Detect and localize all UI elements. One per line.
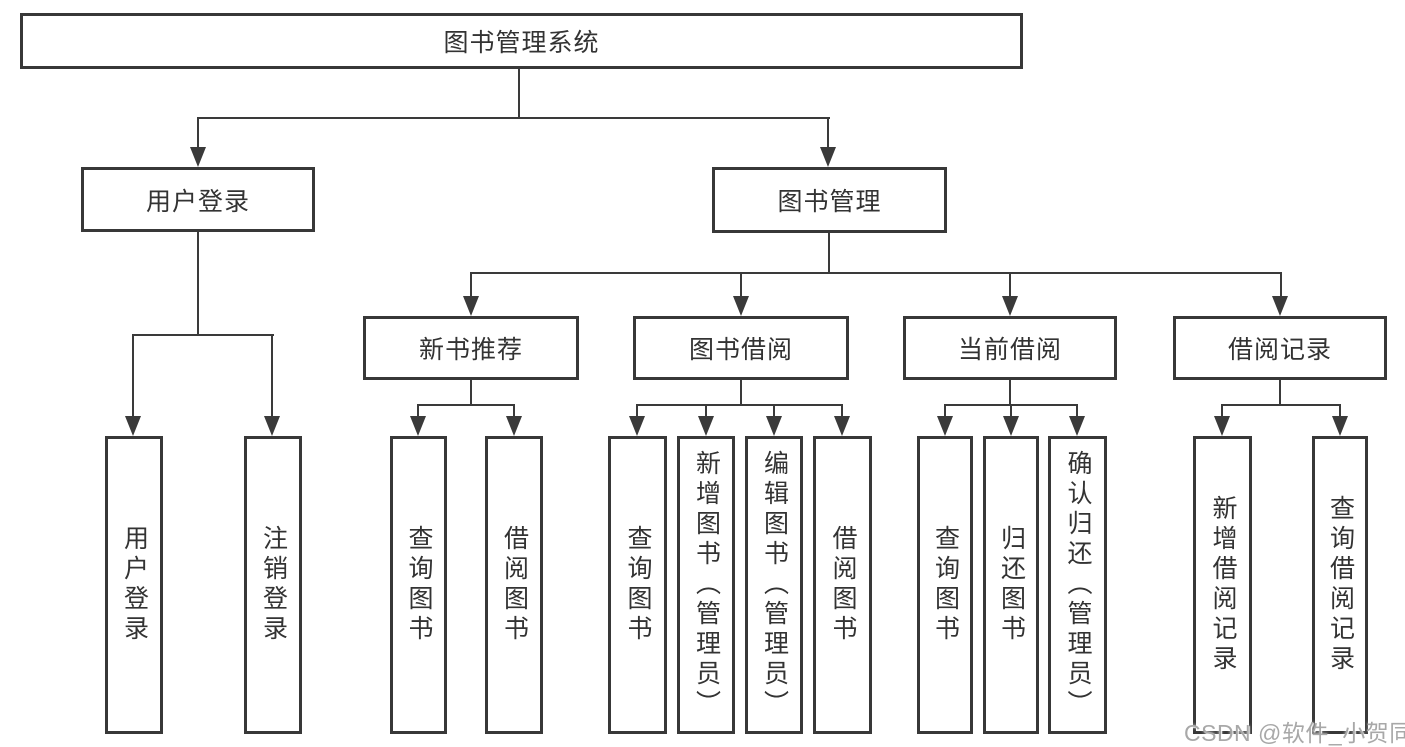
leaf-add-book-admin: 新增图书（管理员）: [677, 436, 735, 734]
leaf-confirm-return-admin: 确认归还（管理员）: [1048, 436, 1107, 734]
leaf-add-borrow-record: 新增借阅记录: [1193, 436, 1252, 734]
connector-arm-leaf: [1076, 404, 1078, 418]
arrowhead-leaf-borrow-books-2: [834, 416, 850, 436]
leaf-user-login-label: 用户登录: [120, 525, 149, 645]
node-book-management-label: 图书管理: [777, 188, 882, 216]
node-borrowing-records-label: 借阅记录: [1227, 336, 1332, 364]
leaf-query-books-2-label: 查询图书: [624, 525, 652, 645]
node-root-label: 图书管理系统: [443, 29, 600, 57]
arrowhead-leaf-query-books-2: [629, 416, 645, 436]
connector-branch-new-books: [417, 404, 515, 406]
connector-borrowing-records-stem: [1279, 380, 1281, 406]
node-current-borrowing: 当前借阅: [903, 316, 1117, 380]
node-new-book-recommend: 新书推荐: [363, 316, 579, 380]
leaf-add-book-admin-label: 新增图书（管理员）: [692, 450, 721, 720]
arrowhead-new-books: [463, 296, 479, 316]
connector-current-borrowing-stem: [1009, 380, 1011, 406]
leaf-borrow-books-2-label: 借阅图书: [829, 525, 857, 645]
arrowhead-current-borrowing: [1002, 296, 1018, 316]
connector-branch-book-borrowing: [636, 404, 843, 406]
node-current-borrowing-label: 当前借阅: [957, 336, 1062, 364]
connector-arm-leaf: [417, 404, 419, 418]
node-borrowing-records: 借阅记录: [1173, 316, 1387, 380]
connector-arm-borrowing-records: [1280, 272, 1282, 298]
arrowhead-leaf-confirm-return: [1069, 416, 1085, 436]
connector-branch-level1: [197, 117, 830, 119]
leaf-logout-label: 注销登录: [259, 525, 288, 645]
connector-user-login-stem: [197, 232, 199, 336]
connector-branch-user-login: [132, 334, 274, 336]
arrowhead-leaf-query-record: [1332, 416, 1348, 436]
connector-arm-leaf: [636, 404, 638, 418]
connector-arm-user-login: [197, 117, 199, 149]
connector-root-stem: [518, 69, 520, 119]
node-book-management: 图书管理: [712, 167, 947, 233]
connector-arm-leaf: [1010, 404, 1012, 418]
leaf-edit-book-admin-label: 编辑图书（管理员）: [760, 450, 789, 720]
node-root: 图书管理系统: [20, 13, 1023, 69]
arrowhead-leaf-borrow-books-1: [506, 416, 522, 436]
connector-arm-leaf-user-login: [132, 334, 134, 418]
arrowhead-leaf-logout: [264, 416, 280, 436]
arrowhead-leaf-user-login: [125, 416, 141, 436]
connector-arm-new-books: [470, 272, 472, 298]
connector-arm-leaf: [841, 404, 843, 418]
arrowhead-user-login: [190, 147, 206, 167]
arrowhead-leaf-return-books: [1003, 416, 1019, 436]
arrowhead-leaf-query-books-3: [937, 416, 953, 436]
node-user-login-label: 用户登录: [145, 187, 250, 216]
arrowhead-leaf-add-book: [698, 416, 714, 436]
leaf-borrow-books-1-label: 借阅图书: [500, 525, 529, 645]
node-user-login: 用户登录: [81, 167, 315, 232]
leaf-query-books-3-label: 查询图书: [931, 525, 960, 645]
arrowhead-leaf-edit-book: [766, 416, 782, 436]
leaf-query-books-2: 查询图书: [608, 436, 667, 734]
connector-arm-leaf-logout: [271, 334, 273, 418]
arrowhead-leaf-query-books-1: [410, 416, 426, 436]
connector-arm-leaf: [773, 404, 775, 418]
leaf-return-books-label: 归还图书: [997, 525, 1026, 645]
leaf-query-books-3: 查询图书: [917, 436, 973, 734]
connector-arm-book-borrowing: [740, 272, 742, 298]
node-new-book-recommend-label: 新书推荐: [418, 336, 523, 364]
connector-arm-leaf: [944, 404, 946, 418]
connector-branch-level2: [470, 272, 1282, 274]
leaf-query-books-1: 查询图书: [390, 436, 447, 734]
watermark: CSDN @软件_小贺同学: [1184, 720, 1405, 746]
arrowhead-borrowing-records: [1272, 296, 1288, 316]
connector-arm-book-management: [827, 117, 829, 149]
connector-branch-borrowing-records: [1221, 404, 1341, 406]
connector-new-books-stem: [470, 380, 472, 406]
leaf-query-borrow-record: 查询借阅记录: [1312, 436, 1368, 734]
leaf-borrow-books-2: 借阅图书: [813, 436, 872, 734]
leaf-edit-book-admin: 编辑图书（管理员）: [745, 436, 803, 734]
leaf-user-login: 用户登录: [105, 436, 163, 734]
connector-arm-current-borrowing: [1009, 272, 1011, 298]
leaf-logout: 注销登录: [244, 436, 302, 734]
leaf-confirm-return-admin-label: 确认归还（管理员）: [1064, 450, 1092, 720]
connector-arm-leaf: [1221, 404, 1223, 418]
connector-arm-leaf: [705, 404, 707, 418]
connector-book-borrowing-stem: [740, 380, 742, 406]
arrowhead-book-borrowing: [733, 296, 749, 316]
leaf-add-borrow-record-label: 新增借阅记录: [1209, 495, 1237, 675]
leaf-query-books-1-label: 查询图书: [405, 525, 433, 645]
node-book-borrowing: 图书借阅: [633, 316, 849, 380]
leaf-return-books: 归还图书: [983, 436, 1039, 734]
connector-arm-leaf: [513, 404, 515, 418]
connector-arm-leaf: [1339, 404, 1341, 418]
arrowhead-book-management: [820, 147, 836, 167]
arrowhead-leaf-add-record: [1214, 416, 1230, 436]
leaf-query-borrow-record-label: 查询借阅记录: [1326, 495, 1355, 675]
connector-book-management-stem: [828, 233, 830, 274]
node-book-borrowing-label: 图书借阅: [688, 336, 793, 364]
leaf-borrow-books-1: 借阅图书: [485, 436, 543, 734]
